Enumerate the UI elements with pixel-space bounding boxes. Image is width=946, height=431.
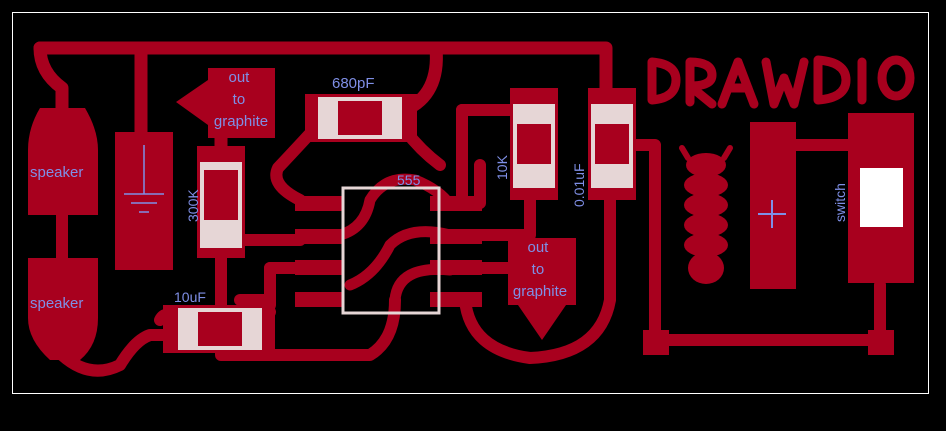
graphite-left-line2: to	[233, 91, 246, 108]
plus-icon	[758, 200, 786, 228]
graphite-pad-left: out to graphite	[176, 68, 275, 138]
resistor-300k-label: 300K	[185, 189, 201, 222]
resistor-300k: 300K	[185, 146, 245, 258]
speaker-top: speaker	[28, 108, 98, 215]
capacitor-10uf-label: 10uF	[174, 289, 206, 305]
capacitor-001uf: 0.01uF	[571, 88, 636, 207]
ic-555: 555	[295, 172, 482, 315]
graphite-left-line3: graphite	[214, 113, 268, 130]
switch-label: switch	[832, 183, 848, 222]
svg-text:out to graphite: out to graphite	[214, 69, 268, 130]
ic-555-label: 555	[397, 172, 421, 188]
ground-pad	[115, 132, 173, 270]
board-outline	[12, 12, 929, 394]
switch: switch	[832, 113, 914, 283]
speaker-bottom: speaker	[28, 258, 98, 360]
graphite-right-line1: out	[527, 239, 549, 256]
speaker-bottom-label: speaker	[30, 295, 83, 312]
capacitor-001uf-label: 0.01uF	[571, 163, 587, 207]
ground-symbol-icon	[124, 145, 164, 213]
graphite-left-line1: out	[228, 69, 250, 86]
drawdio-logo	[647, 55, 915, 109]
spring-coil-icon	[679, 145, 733, 284]
capacitor-680pf: 680pF	[305, 75, 417, 142]
capacitor-10uf: 10uF	[163, 289, 275, 353]
resistor-10k: 10K	[494, 88, 558, 200]
pad-bottom-right	[868, 330, 894, 355]
graphite-right-line2: to	[532, 261, 545, 278]
speaker-top-label: speaker	[30, 164, 83, 181]
svg-text:out to graphite: out to graphite	[513, 239, 567, 300]
graphite-right-line3: graphite	[513, 283, 567, 300]
graphite-pad-right: out to graphite	[508, 238, 576, 340]
pad-bottom-left	[643, 330, 669, 355]
switch-pad-white	[860, 168, 903, 227]
battery-plus-pad	[750, 122, 796, 289]
capacitor-680pf-label: 680pF	[332, 75, 375, 92]
resistor-10k-label: 10K	[494, 154, 510, 180]
